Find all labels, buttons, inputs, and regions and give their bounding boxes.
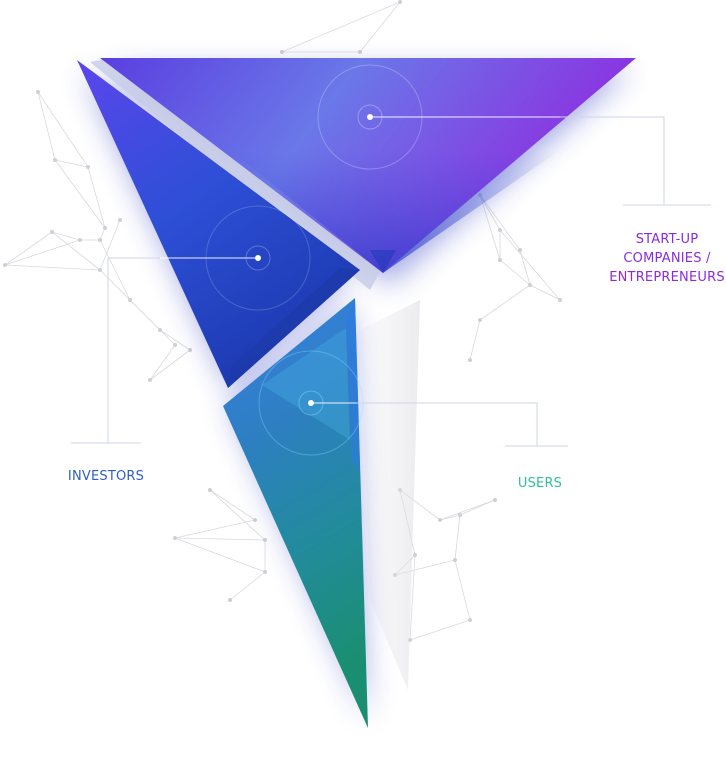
- network-edge: [4, 264, 101, 271]
- network-edge: [149, 349, 191, 381]
- network-node: [53, 158, 57, 162]
- label-users: USERS: [505, 474, 575, 493]
- connector-investors: [71, 257, 258, 444]
- network-edge: [529, 284, 561, 301]
- network-edge: [99, 219, 121, 271]
- network-background: [3, 0, 562, 642]
- network-node: [86, 165, 90, 169]
- ghost-shape: [360, 300, 420, 690]
- network-edge: [37, 91, 89, 168]
- network-node: [188, 348, 192, 352]
- network-node: [558, 298, 562, 302]
- label-users-line-1: USERS: [517, 476, 563, 491]
- network-node: [493, 498, 497, 502]
- label-startup-line-3: ENTREPRENEURS: [609, 270, 725, 285]
- network-node: [528, 283, 532, 287]
- network-edge: [439, 514, 461, 521]
- network-node: [50, 230, 54, 234]
- network-edge: [54, 159, 89, 168]
- network-edge: [209, 489, 256, 521]
- triangle-users: [223, 298, 368, 728]
- network-edge: [409, 554, 416, 641]
- separator: [90, 58, 382, 290]
- network-node: [478, 318, 482, 322]
- network-edge: [129, 299, 176, 346]
- network-node: [518, 248, 522, 252]
- network-node: [98, 268, 102, 272]
- network-edge: [409, 619, 471, 641]
- network-node: [118, 218, 122, 222]
- network-node: [358, 50, 362, 54]
- label-investors-line-1: INVESTORS: [67, 469, 145, 484]
- network-edge: [99, 239, 131, 301]
- label-startup-line-2: COMPANIES /: [623, 251, 711, 266]
- network-edge: [454, 559, 471, 621]
- network-node: [148, 378, 152, 382]
- network-edge: [99, 227, 106, 241]
- network-node: [173, 343, 177, 347]
- network-node: [103, 226, 107, 230]
- network-node: [98, 238, 102, 242]
- network-edge: [87, 166, 106, 229]
- network-node: [453, 558, 457, 562]
- network-node: [438, 518, 442, 522]
- network-node: [468, 358, 472, 362]
- network-node: [398, 0, 402, 4]
- network-edge: [459, 499, 496, 516]
- network-node: [468, 618, 472, 622]
- network-edge: [454, 514, 461, 561]
- connector-startup: [370, 116, 711, 206]
- network-node: [263, 570, 267, 574]
- network-edge: [99, 269, 131, 301]
- network-node: [208, 488, 212, 492]
- network-edge: [229, 571, 266, 601]
- network-edge: [4, 231, 53, 266]
- network-edge: [159, 329, 191, 351]
- network-node: [498, 258, 502, 262]
- label-startup-line-1: START-UP: [635, 232, 699, 247]
- network-edge: [209, 489, 266, 541]
- network-edge: [499, 229, 561, 301]
- network-node: [253, 518, 257, 522]
- label-startup: START-UP COMPANIES / ENTREPRENEURS: [608, 230, 726, 287]
- network-edge: [281, 1, 401, 53]
- network-edge: [54, 159, 106, 229]
- network-node: [78, 238, 82, 242]
- network-edge: [4, 239, 81, 266]
- network-node: [173, 536, 177, 540]
- network-edge: [359, 1, 401, 53]
- network-edge: [51, 231, 101, 271]
- connector-users: [311, 402, 568, 447]
- network-edge: [174, 537, 266, 573]
- network-node: [3, 263, 7, 267]
- network-node: [498, 228, 502, 232]
- triangle-investors: [77, 60, 360, 388]
- network-edge: [174, 537, 266, 541]
- network-edge: [479, 194, 521, 251]
- triangle-startup: [100, 58, 636, 273]
- network-node: [280, 50, 284, 54]
- network-node: [458, 513, 462, 517]
- network-node: [36, 90, 40, 94]
- network-node: [128, 298, 132, 302]
- network-edge: [149, 344, 176, 381]
- network-node: [228, 598, 232, 602]
- network-node: [263, 538, 267, 542]
- network-edge: [499, 259, 531, 286]
- network-node: [158, 328, 162, 332]
- network-edge: [51, 231, 81, 241]
- network-edge: [479, 194, 501, 261]
- network-edge: [439, 499, 496, 521]
- network-edge: [479, 284, 531, 321]
- network-edge: [174, 519, 256, 539]
- label-investors: INVESTORS: [60, 467, 152, 486]
- network-edge: [37, 91, 56, 161]
- network-edge: [469, 319, 481, 361]
- network-node: [413, 553, 417, 557]
